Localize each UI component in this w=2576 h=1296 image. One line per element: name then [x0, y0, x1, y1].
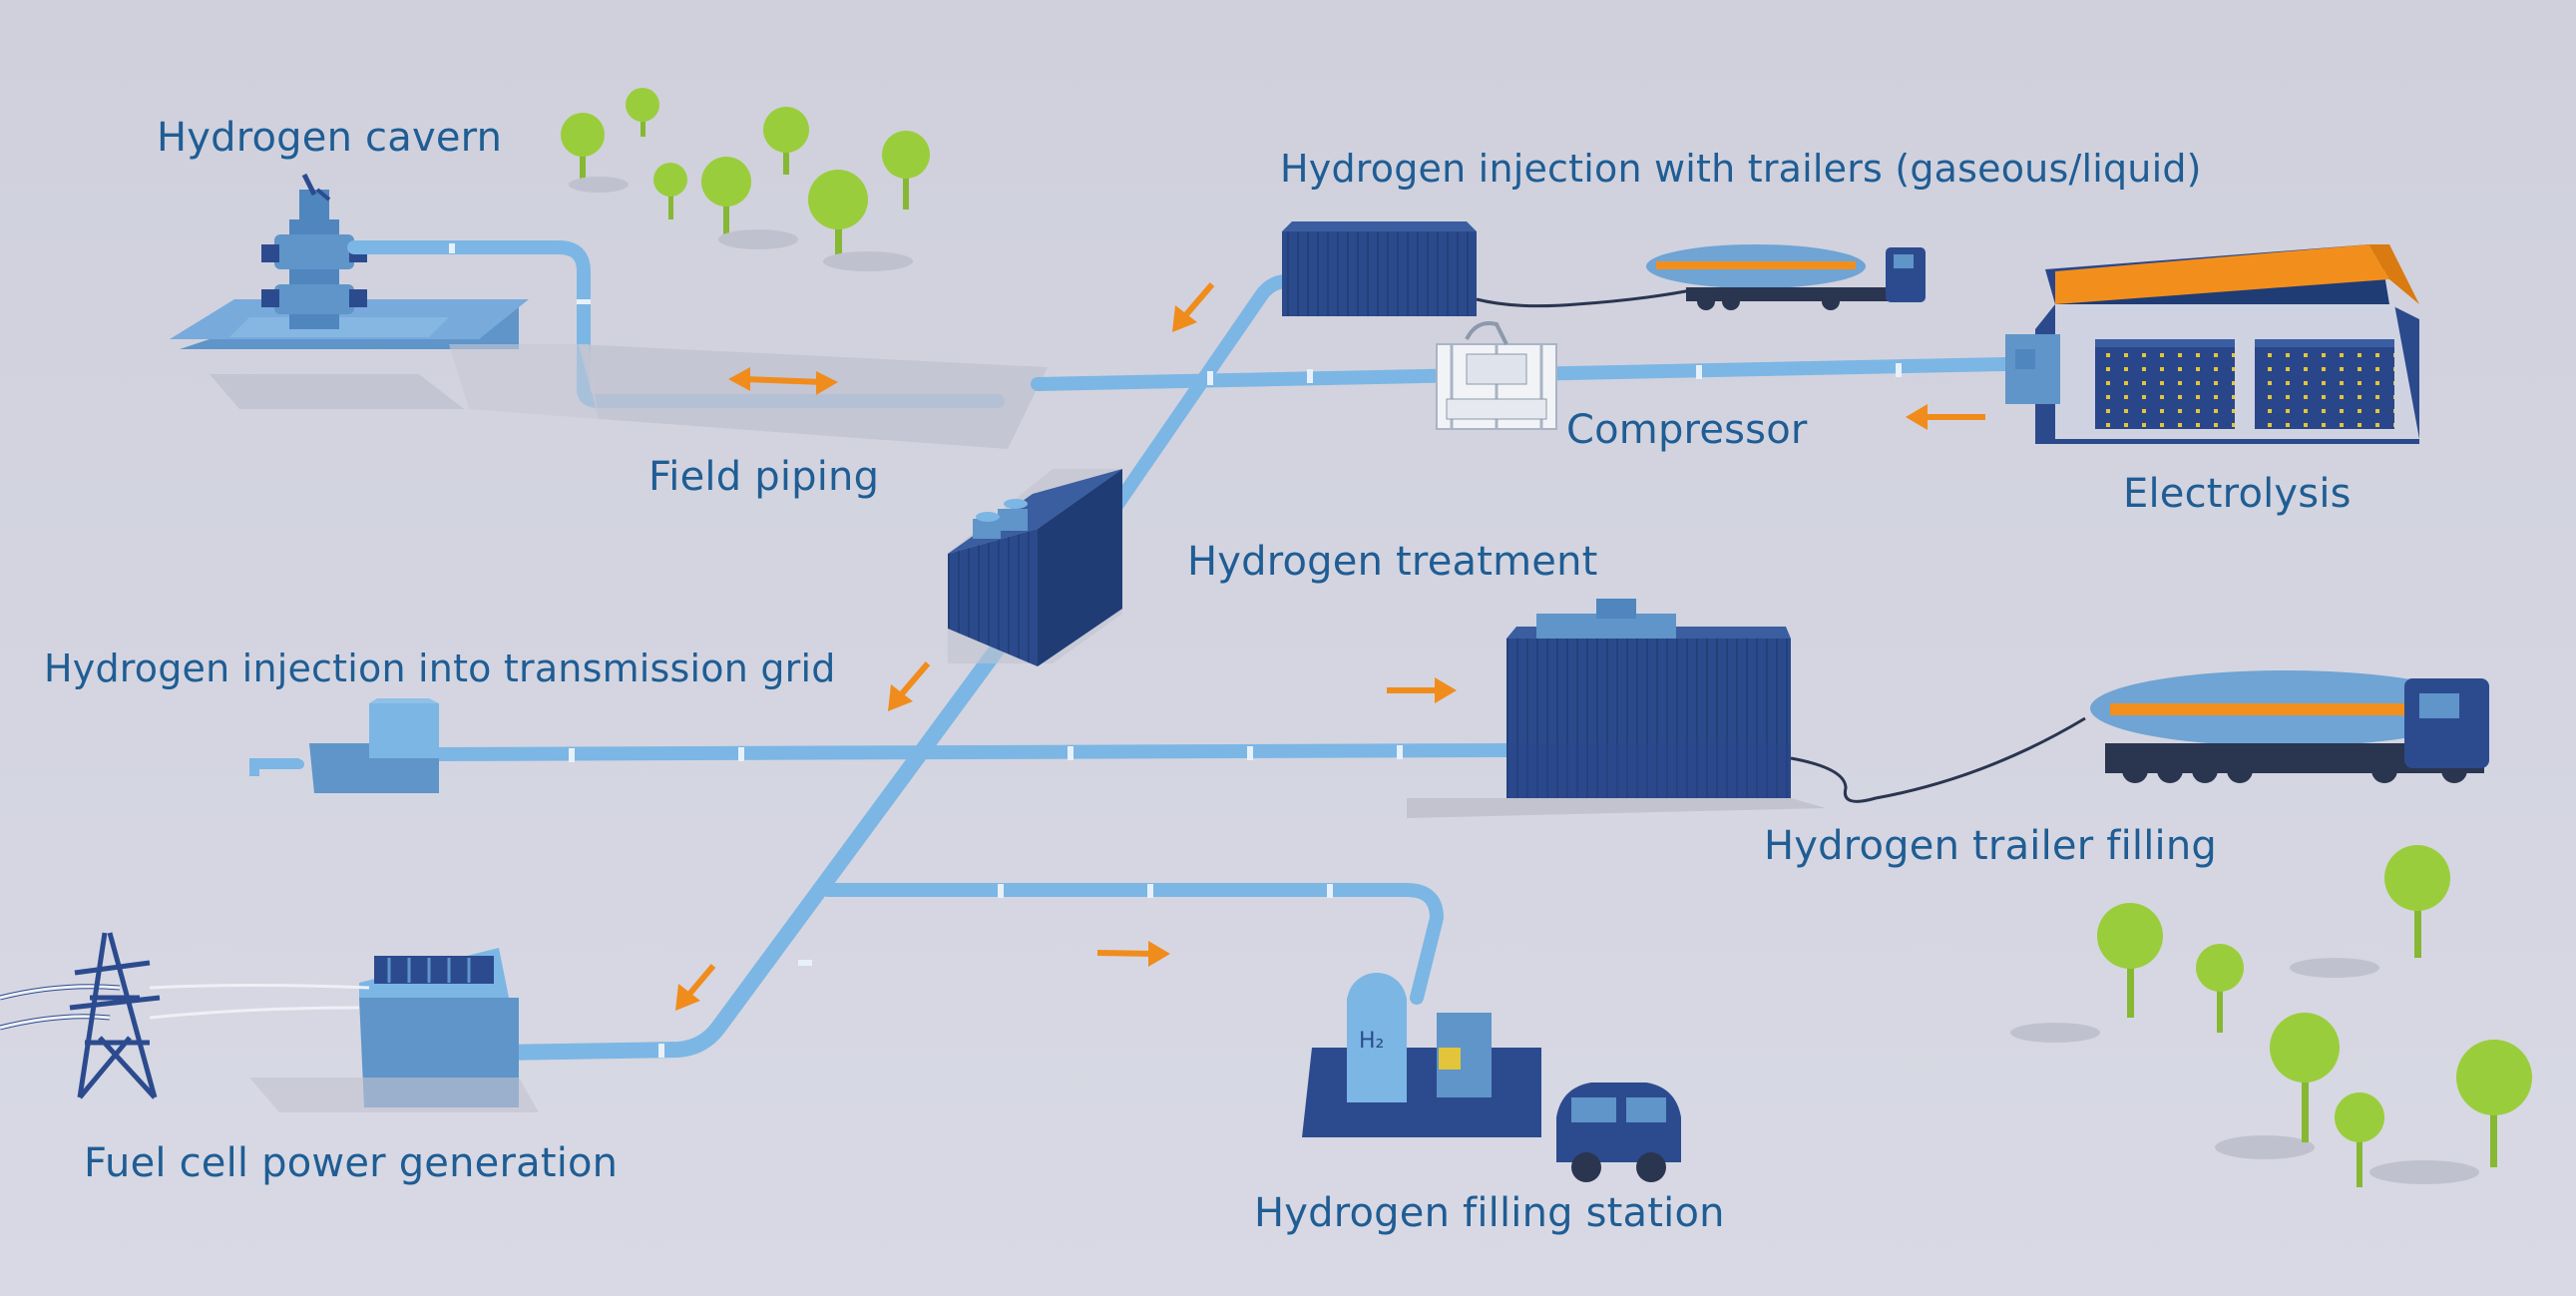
label-hydrogen-cavern: Hydrogen cavern — [157, 115, 503, 161]
label-trailer-filling: Hydrogen trailer filling — [1764, 823, 2217, 869]
arrow-treatment — [1387, 677, 1457, 703]
label-compressor: Compressor — [1566, 407, 1808, 453]
arrow-top-diagonal — [1172, 282, 1215, 332]
filling-station: H₂ — [1302, 973, 1681, 1182]
trailer-filling-station — [1407, 599, 2489, 818]
arrow-station — [1096, 941, 1170, 967]
compressor — [1436, 321, 1557, 430]
label-field-piping: Field piping — [648, 454, 880, 500]
h2-mark: H₂ — [1359, 1029, 1384, 1054]
flow-arrows — [675, 282, 1985, 1011]
label-grid-injection: Hydrogen injection into transmission gri… — [44, 647, 836, 690]
grid-injection-station — [249, 698, 439, 793]
label-trailer-injection: Hydrogen injection with trailers (gaseou… — [1280, 147, 2202, 191]
label-filling-station: Hydrogen filling station — [1254, 1190, 1725, 1236]
trees-top — [561, 88, 930, 271]
hydrogen-cavern — [170, 173, 1048, 449]
label-electrolysis: Electrolysis — [2123, 471, 2352, 517]
power-tower — [0, 932, 370, 1099]
fuel-cell-plant — [249, 948, 539, 1112]
trees-bottom — [2010, 845, 2532, 1187]
arrow-fuel-cell — [675, 964, 716, 1011]
arrow-grid — [888, 661, 931, 711]
arrow-electrolysis — [1906, 404, 1985, 430]
hydrogen-treatment-unit — [948, 469, 1122, 666]
label-fuel-cell: Fuel cell power generation — [84, 1140, 619, 1186]
electrolysis-plant — [2005, 244, 2419, 444]
label-hydrogen-treatment: Hydrogen treatment — [1187, 539, 1598, 585]
trailer-injection-station — [1282, 221, 1926, 316]
double-arrow — [728, 367, 838, 395]
